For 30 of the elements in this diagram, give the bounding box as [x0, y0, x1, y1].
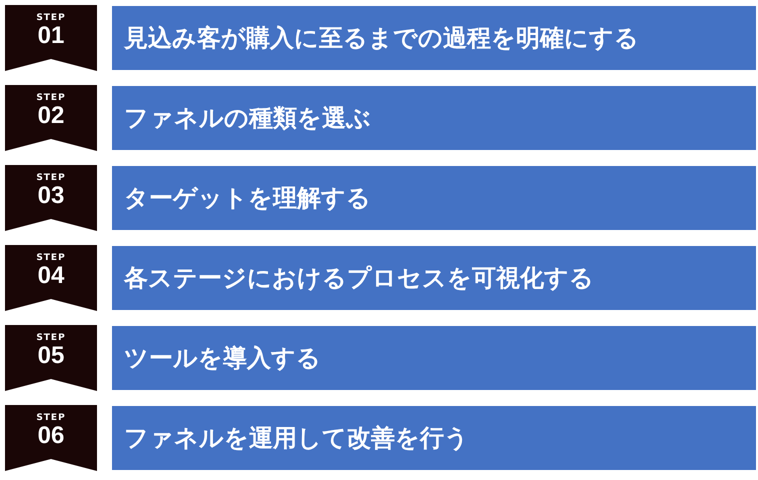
step-title: ファネルの種類を選ぶ [124, 103, 371, 134]
step-title: ターゲットを理解する [124, 183, 371, 214]
step-bar [112, 326, 756, 390]
step-label: STEP [35, 253, 67, 263]
step-bar [112, 406, 756, 470]
step-badge [5, 165, 97, 231]
step-badge [5, 405, 97, 471]
step-title: 見込み客が購入に至るまでの過程を明確にする [124, 23, 639, 54]
step-badge [5, 5, 97, 71]
step-bar [112, 246, 756, 310]
step-number: 04 [36, 263, 66, 289]
step-badge [5, 245, 97, 311]
step-bar [112, 166, 756, 230]
step-label: STEP [35, 93, 67, 103]
step-label: STEP [35, 333, 67, 343]
step-number: 01 [36, 23, 66, 49]
step-badge [5, 85, 97, 151]
step-title: ファネルを運用して改善を行う [124, 423, 469, 454]
step-bar [112, 6, 756, 70]
step-number: 05 [36, 343, 66, 369]
step-bar [112, 86, 756, 150]
step-title: ツールを導入する [124, 343, 321, 374]
step-badge [5, 325, 97, 391]
step-number: 06 [36, 423, 66, 449]
step-label: STEP [35, 173, 67, 183]
step-title: 各ステージにおけるプロセスを可視化する [124, 263, 594, 294]
step-label: STEP [35, 413, 67, 423]
step-label: STEP [35, 13, 67, 23]
step-number: 02 [36, 103, 66, 129]
step-number: 03 [36, 183, 66, 209]
